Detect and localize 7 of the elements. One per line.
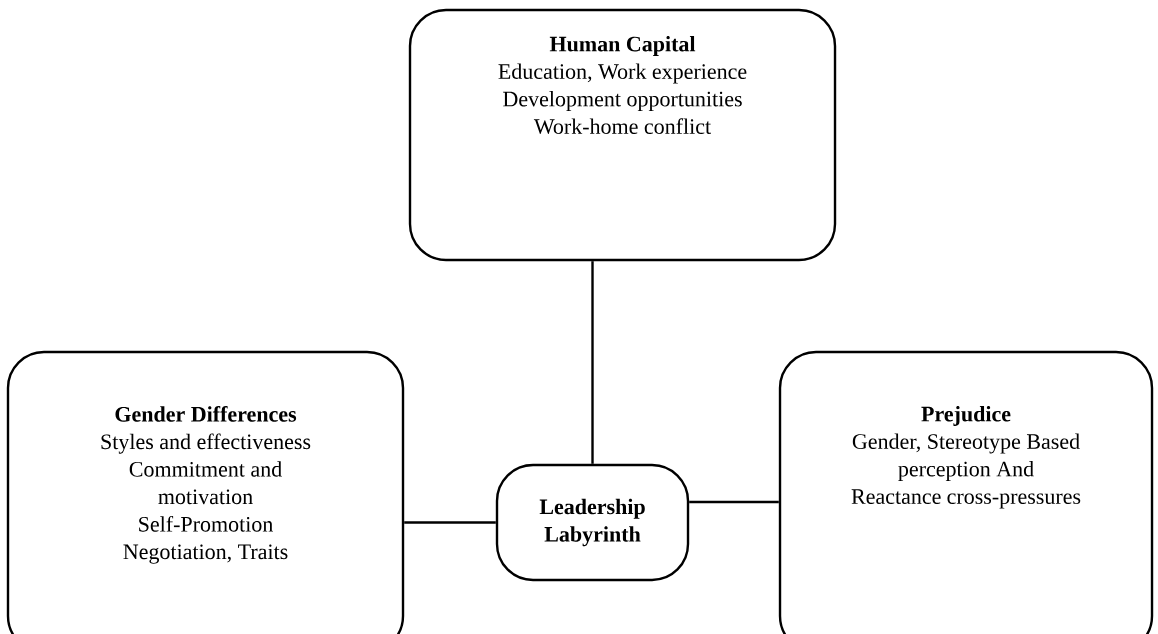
category-box: Human Capital Education, Work experience Development opportunities Work-home conflict bbox=[408, 8, 837, 262]
connector-line bbox=[591, 261, 594, 464]
connector-line bbox=[404, 521, 496, 524]
connector-line bbox=[689, 500, 779, 504]
category-box: Prejudice Gender, Stereotype Based perception And Reactance cross-pressures bbox=[778, 350, 1154, 634]
center-box: Leadership Labyrinth bbox=[495, 463, 690, 582]
category-box: Gender Differences Styles and effectiveness Commitment and motivation Self-Promotion Negotiation, Traits bbox=[6, 350, 405, 634]
